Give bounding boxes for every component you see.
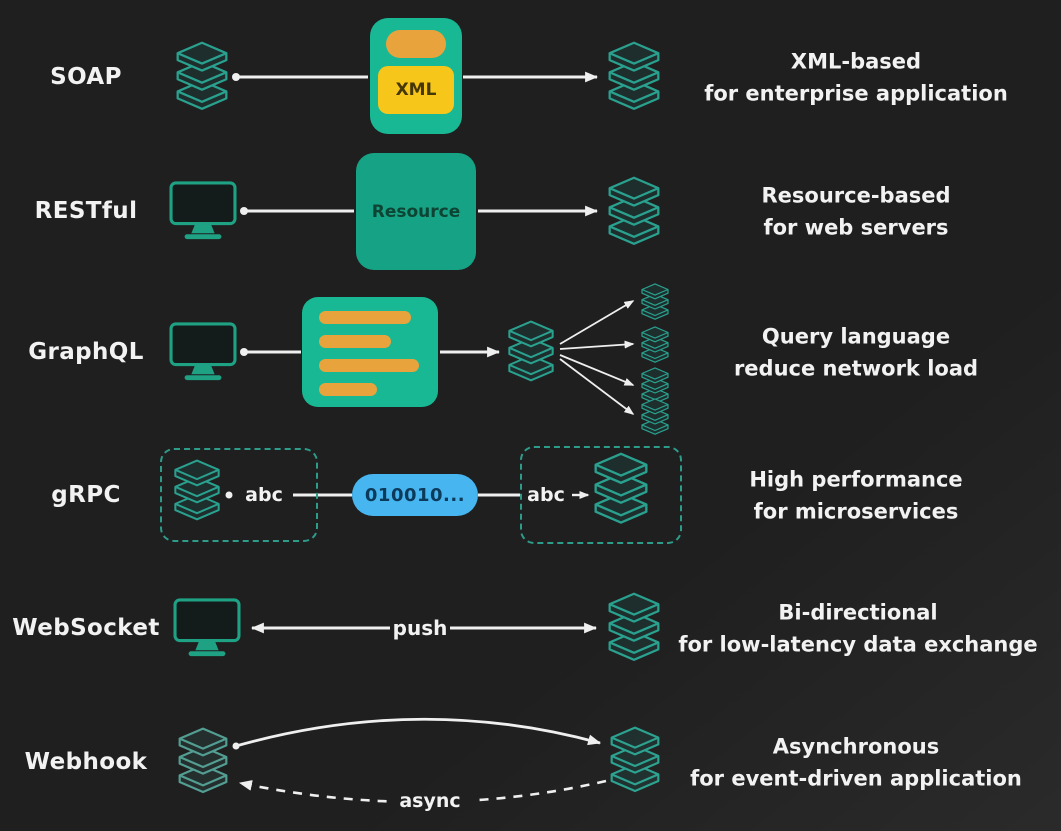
grpc-description: High performance for microservices (651, 465, 1061, 528)
computer-monitor-icon (168, 180, 238, 242)
push-label: push (392, 616, 448, 640)
computer-monitor-icon (168, 321, 238, 383)
description-line: for enterprise application (704, 81, 1008, 105)
websocket-description: Bi-directional for low-latency data exch… (653, 598, 1061, 661)
webhook-description: Asynchronous for event-driven applicatio… (651, 732, 1061, 795)
websocket-label: WebSocket (12, 615, 160, 641)
description-line: for low-latency data exchange (678, 632, 1038, 656)
xml-message-label: XML (378, 66, 454, 114)
query-bar (319, 383, 377, 396)
webhook-register-curve (235, 717, 602, 748)
soap-description: XML-based for enterprise application (651, 47, 1061, 110)
description-line: Bi-directional (778, 600, 938, 625)
description-line: Query language (761, 324, 951, 349)
server-stack-icon (172, 459, 222, 524)
small-server-stack-icon (640, 283, 670, 322)
server-stack-icon (174, 41, 230, 114)
description-line: High performance (749, 467, 963, 492)
description-line: Asynchronous (772, 734, 940, 759)
grpc-label: gRPC (51, 482, 121, 508)
grpc-binary-message-pill: 010010... (352, 474, 478, 516)
grpc-server-boundary (520, 446, 682, 544)
description-line: XML-based (790, 49, 922, 74)
server-stack-icon (176, 727, 230, 797)
description-line: Resource-based (761, 183, 951, 208)
description-line: for microservices (753, 499, 959, 523)
restful-description: Resource-based for web servers (651, 181, 1061, 244)
grpc-abc-right-label: abc (527, 484, 565, 506)
computer-monitor-icon (172, 597, 242, 659)
graphql-description: Query language reduce network load (651, 322, 1061, 385)
grpc-line-dot (225, 491, 233, 499)
query-bar (319, 311, 411, 324)
server-stack-icon (506, 320, 556, 385)
graphql-fanout-arrows (559, 300, 635, 415)
description-line: reduce network load (733, 356, 979, 380)
webhook-label: Webhook (24, 749, 148, 775)
description-line: for event-driven application (690, 766, 1022, 790)
grpc-abc-left-label: abc (245, 484, 283, 506)
soap-xml-envelope: XML (370, 18, 462, 134)
description-line: for web servers (763, 215, 949, 239)
graphql-label: GraphQL (28, 339, 144, 365)
graphql-query-box (302, 297, 438, 407)
server-stack-icon (592, 452, 650, 528)
query-bar (319, 335, 391, 348)
resource-box: Resource (356, 153, 476, 270)
async-label: async (388, 789, 472, 813)
small-server-stack-icon (640, 398, 670, 437)
soap-label: SOAP (50, 64, 122, 90)
query-bar (319, 359, 419, 372)
envelope-flap (386, 30, 446, 58)
restful-label: RESTful (34, 198, 138, 224)
grpc-client-boundary (160, 448, 318, 542)
